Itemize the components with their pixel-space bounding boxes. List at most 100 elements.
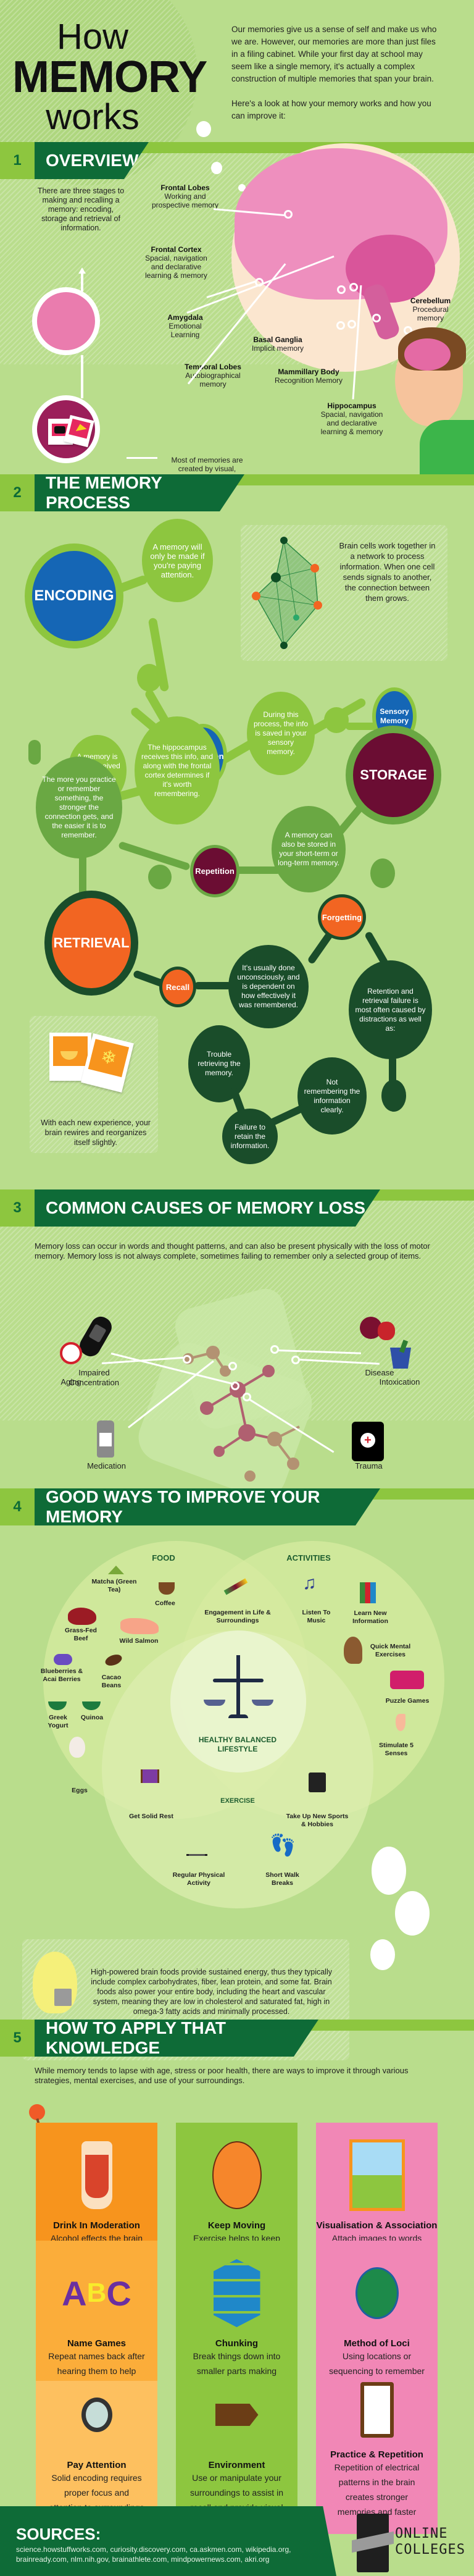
food-category-label: FOOD [152,1553,175,1563]
head-gears-icon [344,1637,362,1664]
person-shirt [420,420,474,482]
balance-scale-beam [213,1679,264,1682]
activities-category-label: ACTIVITIES [286,1553,331,1563]
pointer-pin [231,1382,239,1390]
matcha-icon [108,1566,124,1574]
first-aid-kit-icon: + [352,1422,384,1461]
books-icon [360,1582,376,1603]
bowl-photo-icon [49,1033,91,1081]
experience-text: With each new experience, your brain rew… [41,1118,151,1147]
arrow-up-icon [78,267,86,274]
pointer-pin [337,285,346,294]
salmon-icon [120,1618,159,1634]
pointer-pin [183,1355,191,1364]
music-notes-icon: ♫ [302,1573,317,1593]
overlap-get-solid-rest: Get Solid Rest [129,1813,173,1820]
not-remembering-bubble: Not remembering the information clearly. [297,1057,367,1135]
stages-text: There are three stages to making and rec… [37,187,125,232]
basketball-icon [209,2141,265,2209]
exercise-category-label: EXERCISE [220,1797,255,1805]
cube-icon [209,2259,265,2327]
trouble-bubble: Trouble retrieving the memory. [188,1025,250,1102]
sources-title: SOURCES: [16,2525,101,2543]
apply-intro: While memory tends to lapse with age, st… [35,2066,409,2085]
neuron-circle [32,287,100,355]
connector-line [81,273,83,292]
dumbbell-icon [186,1854,207,1856]
food-wild-salmon: Wild Salmon [119,1637,159,1645]
exercise-short-walk: Short Walk Breaks [265,1871,299,1887]
person-brain [404,338,451,371]
section-number: 4 [0,1488,35,1525]
cause-medication: Medication [87,1461,126,1471]
branch-stem [194,982,231,989]
binoculars-icon [309,1773,326,1792]
activity-quick-mental: Quick Mental Exercises [370,1643,411,1658]
section-title-improve: GOOD WAYS TO IMPROVE YOUR MEMORY [35,1488,380,1525]
title-works: works [46,97,139,137]
branch-stem [389,1056,396,1084]
exercise-regular-activity: Regular Physical Activity [172,1871,225,1887]
balance-scale-pan [204,1700,225,1706]
arrow-right-icon [127,457,157,459]
network-text: Brain cells work together in a network t… [339,541,436,603]
branch-node [137,664,162,692]
title-memory: MEMORY [12,52,207,102]
branch-node [148,865,172,889]
pointer-pin [336,321,345,330]
title-how: How [56,17,129,57]
network-icon [252,537,322,649]
blueberries-icon [54,1654,72,1665]
intro-text: Our memories give us a sense of self and… [231,23,444,135]
overlap-sports-hobbies: Take Up New Sports & Hobbies [286,1813,349,1828]
title-block: How MEMORY works [12,17,207,137]
balance-scale-pan [252,1700,273,1706]
branch-node [381,1080,406,1112]
retention-bubble: Retention and retrieval failure is most … [349,960,432,1059]
online-colleges-logo-text[interactable]: ONLINE COLLEGES [395,2526,465,2557]
push-pin-icon [29,2104,45,2120]
activity-listen-music: Listen To Music [302,1609,331,1624]
activity-stimulate-senses: Stimulate 5 Senses [378,1742,414,1757]
pointer-pin [349,283,358,292]
quinoa-bowl-icon [82,1701,101,1710]
hippocampus-bubble: The hippocampus receives this info, and … [135,716,220,824]
food-grass-fed-beef: Grass-Fed Beef [65,1627,97,1642]
lightbulb-base [54,1989,72,2006]
branch-node [370,858,395,888]
signpost-icon [209,2381,265,2449]
pointer-pin [372,314,381,322]
nose-icon [396,1714,405,1731]
food-coffee: Coffee [155,1600,175,1607]
pointer-pin [291,1356,300,1364]
food-cacao-beans: Cacao Beans [101,1674,122,1689]
coffee-icon [159,1582,175,1595]
landscape-picture-icon [349,2139,405,2211]
food-blueberries: Blueberries & Acai Berries [40,1668,83,1683]
medication-bottle-icon [97,1420,114,1458]
globe-icon [349,2259,405,2327]
section-number: 5 [0,2020,35,2057]
healthy-lifestyle-label: HEALTHY BALANCED LIFESTYLE [198,1735,277,1753]
cause-aging: Aging [60,1377,81,1387]
thought-bubble-2 [211,162,222,174]
footprints-icon: 👣 [270,1834,296,1857]
pointer-pin [284,210,293,219]
section-number: 3 [0,1189,35,1227]
section-title-memory-process: THE MEMORY PROCESS [35,474,244,511]
cause-disease: Disease [365,1368,394,1377]
section-title-causes: COMMON CAUSES OF MEMORY LOSS [35,1189,380,1227]
branch-stem [28,740,41,765]
recall-bubble: It's usually done unconsciously, and is … [228,945,309,1028]
pointer-pin [347,320,356,329]
balance-scale-icon [236,1655,240,1717]
intro-paragraph-2: Here's a look at how your memory works a… [231,99,431,120]
pointer-pin [270,1345,279,1354]
pointer-pin [228,1362,237,1370]
activity-learn-new: Learn New Information [352,1609,388,1625]
